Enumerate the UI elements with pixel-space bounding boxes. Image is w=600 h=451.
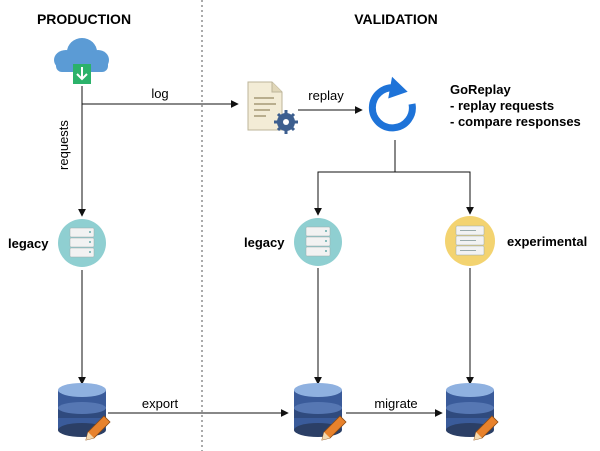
experimental-label: experimental <box>507 234 587 249</box>
goreplay-to-legacy-arrow <box>314 140 396 216</box>
validation-title: VALIDATION <box>354 11 437 27</box>
goreplay-line2: - compare responses <box>450 114 581 129</box>
production-title: PRODUCTION <box>37 11 131 27</box>
prod-database-pencil-icon <box>58 383 111 441</box>
experimental-server-icon <box>445 216 495 266</box>
experimental-database-pencil-icon <box>446 383 499 441</box>
requests-label: requests <box>56 120 71 170</box>
log-label: log <box>151 86 168 101</box>
cloud-download-icon <box>54 38 109 84</box>
goreplay-line1: - replay requests <box>450 98 554 113</box>
log-file-gear-icon <box>247 81 298 134</box>
val-legacy-database-pencil-icon <box>294 383 347 441</box>
val-legacy-label: legacy <box>244 235 285 250</box>
prod-legacy-server-icon <box>58 219 106 267</box>
goreplay-name: GoReplay <box>450 82 511 97</box>
goreplay-to-experimental-arrow <box>395 171 474 215</box>
replay-arrow-icon <box>368 76 416 132</box>
replay-label: replay <box>308 88 344 103</box>
prod-legacy-label: legacy <box>8 236 49 251</box>
val-legacy-server-icon <box>294 218 342 266</box>
migrate-label: migrate <box>374 396 417 411</box>
export-label: export <box>142 396 179 411</box>
